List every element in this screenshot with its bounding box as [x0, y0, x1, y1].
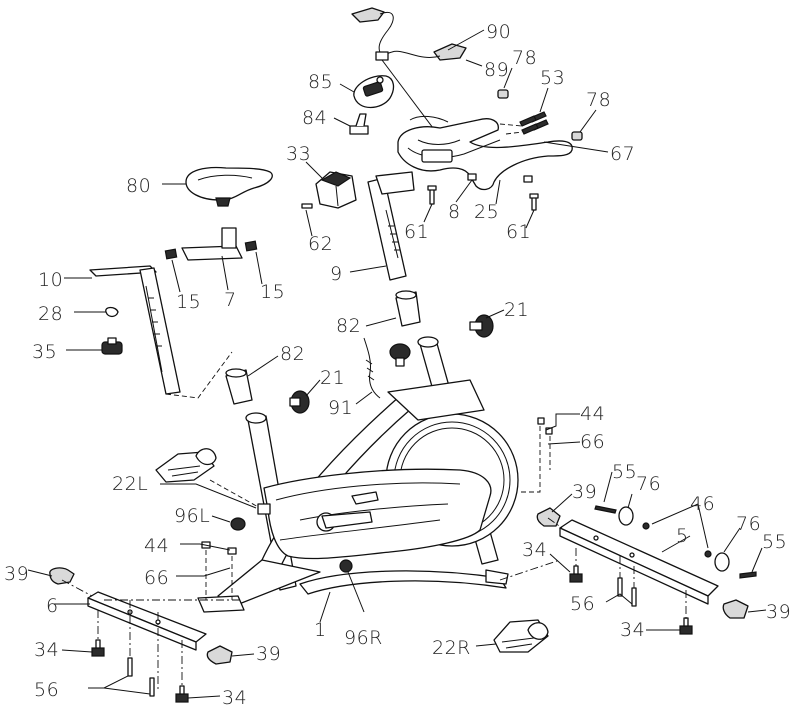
- callout-55: 55: [762, 531, 787, 553]
- callout-1: 1: [314, 619, 327, 641]
- callout-34: 34: [522, 539, 547, 561]
- callout-8: 8: [448, 201, 461, 223]
- end-cap-78: [571, 131, 583, 141]
- adjust-knob-21: [289, 390, 310, 414]
- callout-96L: 96L: [174, 505, 210, 527]
- callout-39: 39: [256, 643, 281, 665]
- callout-53: 53: [540, 67, 565, 89]
- callout-39: 39: [766, 601, 791, 623]
- seat-knob: [101, 337, 123, 355]
- seat-adjust-pin: [105, 306, 119, 318]
- tension-cable: [363, 337, 411, 399]
- callout-44: 44: [580, 403, 605, 425]
- callout-25: 25: [474, 201, 499, 223]
- leveler-34: [679, 617, 693, 635]
- console: [353, 75, 395, 109]
- callout-80: 80: [126, 175, 151, 197]
- adjust-knob-21: [469, 314, 494, 338]
- callout-82: 82: [336, 315, 361, 337]
- callout-67: 67: [610, 143, 635, 165]
- front-stabilizer: [559, 519, 719, 605]
- callout-89: 89: [484, 59, 509, 81]
- callout-34: 34: [222, 687, 247, 709]
- callout-96R: 96R: [344, 627, 383, 649]
- callout-34: 34: [34, 639, 59, 661]
- nut-46: [642, 522, 650, 530]
- callout-56: 56: [34, 679, 59, 701]
- transport-wheel: [714, 552, 730, 572]
- callout-76: 76: [636, 473, 661, 495]
- pedal-left-spindle: [257, 503, 271, 515]
- bottle-holder: [301, 171, 357, 209]
- callout-76: 76: [736, 513, 761, 535]
- callout-66: 66: [144, 567, 169, 589]
- callout-39: 39: [4, 563, 29, 585]
- screws-53: [499, 111, 549, 135]
- hand-pulse-sensors: [351, 7, 467, 61]
- callout-46: 46: [690, 493, 715, 515]
- end-cap-78: [497, 89, 509, 99]
- callout-28: 28: [38, 303, 63, 325]
- nut-46: [704, 550, 712, 558]
- bushing-82: [395, 290, 421, 327]
- end-cap-39: [536, 507, 561, 527]
- seat-post: [89, 265, 233, 399]
- callout-61: 61: [506, 221, 531, 243]
- callout-39: 39: [572, 481, 597, 503]
- callout-22L: 22L: [112, 473, 148, 495]
- callout-labels: 90 89 78 78 53 85 84 67 33 80 8 25 61 61…: [4, 21, 791, 709]
- pedal-right: [493, 619, 549, 653]
- assembly-lines: [61, 426, 687, 690]
- callout-61: 61: [404, 221, 429, 243]
- callout-15: 15: [176, 291, 201, 313]
- callout-78: 78: [586, 89, 611, 111]
- callout-15: 15: [260, 281, 285, 303]
- handlebar-post: [367, 171, 415, 281]
- seat-slider: [164, 227, 258, 261]
- callout-90: 90: [486, 21, 511, 43]
- crank-nut-left: [230, 517, 246, 531]
- leader-lines: [27, 29, 767, 699]
- callout-6: 6: [46, 595, 59, 617]
- end-cap-39: [722, 599, 749, 619]
- callout-78: 78: [512, 47, 537, 69]
- callout-62: 62: [308, 233, 333, 255]
- callout-21: 21: [504, 299, 529, 321]
- end-cap-39: [49, 567, 75, 585]
- callout-55: 55: [612, 461, 637, 483]
- callout-66: 66: [580, 431, 605, 453]
- console-bracket: [349, 113, 369, 135]
- leveler-34: [569, 565, 583, 583]
- callout-35: 35: [32, 341, 57, 363]
- callout-33: 33: [286, 143, 311, 165]
- callout-56: 56: [570, 593, 595, 615]
- crank-nut-right: [339, 559, 353, 573]
- rear-stabilizer: [87, 591, 207, 651]
- callout-7: 7: [224, 289, 237, 311]
- callout-9: 9: [330, 263, 343, 285]
- parts-artwork: [49, 7, 757, 703]
- bolts-55: [594, 505, 757, 579]
- callout-22R: 22R: [432, 637, 471, 659]
- leveler-34: [175, 685, 189, 703]
- leveler-34: [91, 639, 105, 657]
- callout-44: 44: [144, 535, 169, 557]
- callout-5: 5: [676, 525, 689, 547]
- transport-wheel: [618, 506, 634, 526]
- chain-cover: [263, 468, 492, 560]
- handlebar: [397, 115, 573, 191]
- callout-91: 91: [328, 397, 353, 419]
- bushing-82: [225, 368, 253, 405]
- end-cap-39: [206, 645, 233, 665]
- callout-82: 82: [280, 343, 305, 365]
- callout-34: 34: [620, 619, 645, 641]
- callout-10: 10: [38, 269, 63, 291]
- saddle: [185, 166, 273, 207]
- pedal-left: [155, 448, 261, 509]
- callout-84: 84: [302, 107, 327, 129]
- callout-85: 85: [308, 71, 333, 93]
- callout-21: 21: [320, 367, 345, 389]
